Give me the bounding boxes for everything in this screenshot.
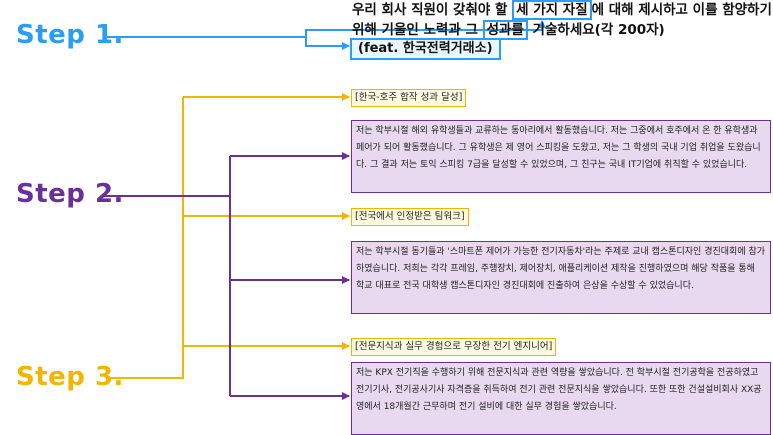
step1-connector [103, 20, 546, 50]
question-part3: 기술하세요(각 200자) [527, 22, 665, 38]
section1-body: 저는 학부시절 해외 유학생들과 교류하는 동아리에서 활동했습니다. 저는 그… [351, 120, 771, 193]
section3-heading: [전문지식과 실무 경험으로 무장한 전기 엔지니어] [351, 338, 557, 356]
feat-company-label: (feat. 한국전력거래소) [350, 38, 501, 60]
question-part2: 에 대해 제시하고 이를 함양하기 위해 기울인 노력과 그 [352, 2, 772, 38]
step2-connector [103, 152, 350, 400]
step3-connector [108, 93, 350, 379]
step2-label: Step 2. [16, 179, 124, 209]
section2-body: 저는 학부시절 동기들과 '스마트폰 제어가 가능한 전기자동차'라는 주제로 … [351, 241, 771, 314]
section1-heading: [한국-호주 합작 성과 달성] [351, 89, 467, 107]
question-part1: 우리 회사 직원이 갖춰야 할 [352, 2, 513, 18]
step3-label: Step 3. [16, 362, 124, 392]
section2-heading: [전국에서 인정받은 팀워크] [351, 208, 469, 226]
step1-label: Step 1. [16, 20, 124, 50]
section3-body: 저는 KPX 전기직을 수행하기 위해 전문지식과 관련 역량을 쌓았습니다. … [351, 362, 771, 435]
question-highlight-qualities: 세 가지 자질 [512, 0, 592, 20]
question-highlight-results: 성과를 [482, 20, 528, 40]
